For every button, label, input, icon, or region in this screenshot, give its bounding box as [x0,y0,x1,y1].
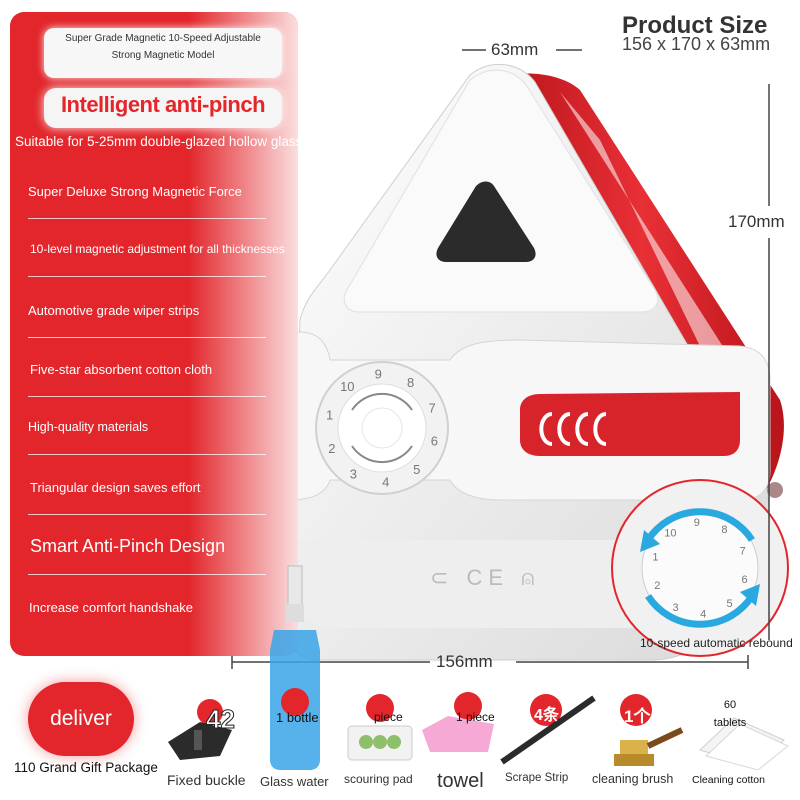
svg-text:⊂ CE ⍝: ⊂ CE ⍝ [430,565,540,590]
knob-number-1: 1 [326,408,333,423]
length-dimension-label: 156mm [436,652,493,671]
knob-number-3: 3 [673,602,679,614]
feature-triangular: Triangular design saves effort [30,480,201,495]
triangle-window [436,181,536,262]
fixed-buckle-label: Fixed buckle [167,772,246,788]
knob-number-2: 2 [328,441,335,456]
scrape-strip-label: Scrape Strip [505,772,569,784]
right-red-button [520,392,740,456]
inset-caption: 10-speed automatic rebound [640,636,793,650]
deliver-badge: deliver [28,682,134,756]
headline: Intelligent anti-pinch [60,92,266,117]
feature-comfort: Increase comfort handshake [29,600,194,615]
product-size-dimensions: 156 x 170 x 63mm [622,34,771,54]
height-dimension-label: 170mm [728,212,785,231]
knob-number-6: 6 [742,574,748,586]
towel-qty: 1 piece [456,710,495,724]
feature-anti-pinch: Smart Anti-Pinch Design [30,536,226,556]
knob-number-2: 2 [654,580,660,592]
knob-number-4: 4 [700,609,706,621]
cleaning-cotton-qty: 60 tablets [713,699,747,729]
knob-number-10: 10 [340,379,354,394]
scouring-pad-image [347,694,413,761]
deliver-badge-text: deliver [50,707,112,730]
knob-number-7: 7 [740,546,746,558]
glass-water-qty: 1 bottle [276,710,319,725]
glass-water-bottle-image [270,565,320,770]
knob-number-9: 9 [375,367,382,382]
feature-adjustment: 10-level magnetic adjustment for all thi… [30,242,285,256]
cleaning-brush-image [614,694,684,766]
cleaning-brush-qty: 1个 [624,707,651,726]
feature-magnetic-force: Super Deluxe Strong Magnetic Force [28,184,242,199]
knob-number-8: 8 [721,524,727,536]
feature-panel: Super Grade Magnetic 10-Speed Adjustable… [10,12,298,656]
knob-number-5: 5 [413,462,420,477]
knob-number-8: 8 [407,375,414,390]
knob-number-1: 1 [652,552,658,564]
fixed-buckle-image [168,699,232,760]
scouring-pad-qty: piece [374,710,403,724]
knob-number-6: 6 [431,434,438,449]
knob-number-4: 4 [382,474,389,489]
feature-wiper: Automotive grade wiper strips [28,303,200,318]
top-face [343,69,659,313]
feature-materials: High-quality materials [28,420,149,434]
scrape-strip-image [500,694,596,765]
fixed-buckle-qty: 42 [206,704,236,735]
scouring-pad-label: scouring pad [344,772,413,786]
towel-label: towel [437,770,484,792]
width-dimension-label: 63mm [491,40,539,59]
cleaning-cotton-image [699,717,789,770]
knob-number-7: 7 [428,400,435,415]
glass-water-label: Glass water [260,774,329,789]
feature-cotton-cloth: Five-star absorbent cotton cloth [30,362,213,377]
product-size-title: Product Size [622,12,768,39]
cleaning-cotton-label: Cleaning cotton [692,774,765,786]
gift-package-label: 110 Grand Gift Package [14,760,158,775]
knob-number-9: 9 [694,517,700,529]
headline-pill [44,88,282,128]
feature-glass-thickness: Suitable for 5-25mm double-glazed hollow… [15,134,298,149]
knob-number-3: 3 [350,466,357,481]
knob-number-10: 10 [664,528,676,540]
cleaning-brush-label: cleaning brush [592,772,674,786]
inset-knob-numbers: 10 9 8 7 65 4 3 2 1 [652,517,747,621]
knob-number-5: 5 [727,598,733,610]
scrape-strip-qty: 4条 [534,707,559,724]
towel-image [422,692,494,752]
product-subtitle: Super Grade Magnetic 10-Speed Adjustable… [44,28,282,78]
